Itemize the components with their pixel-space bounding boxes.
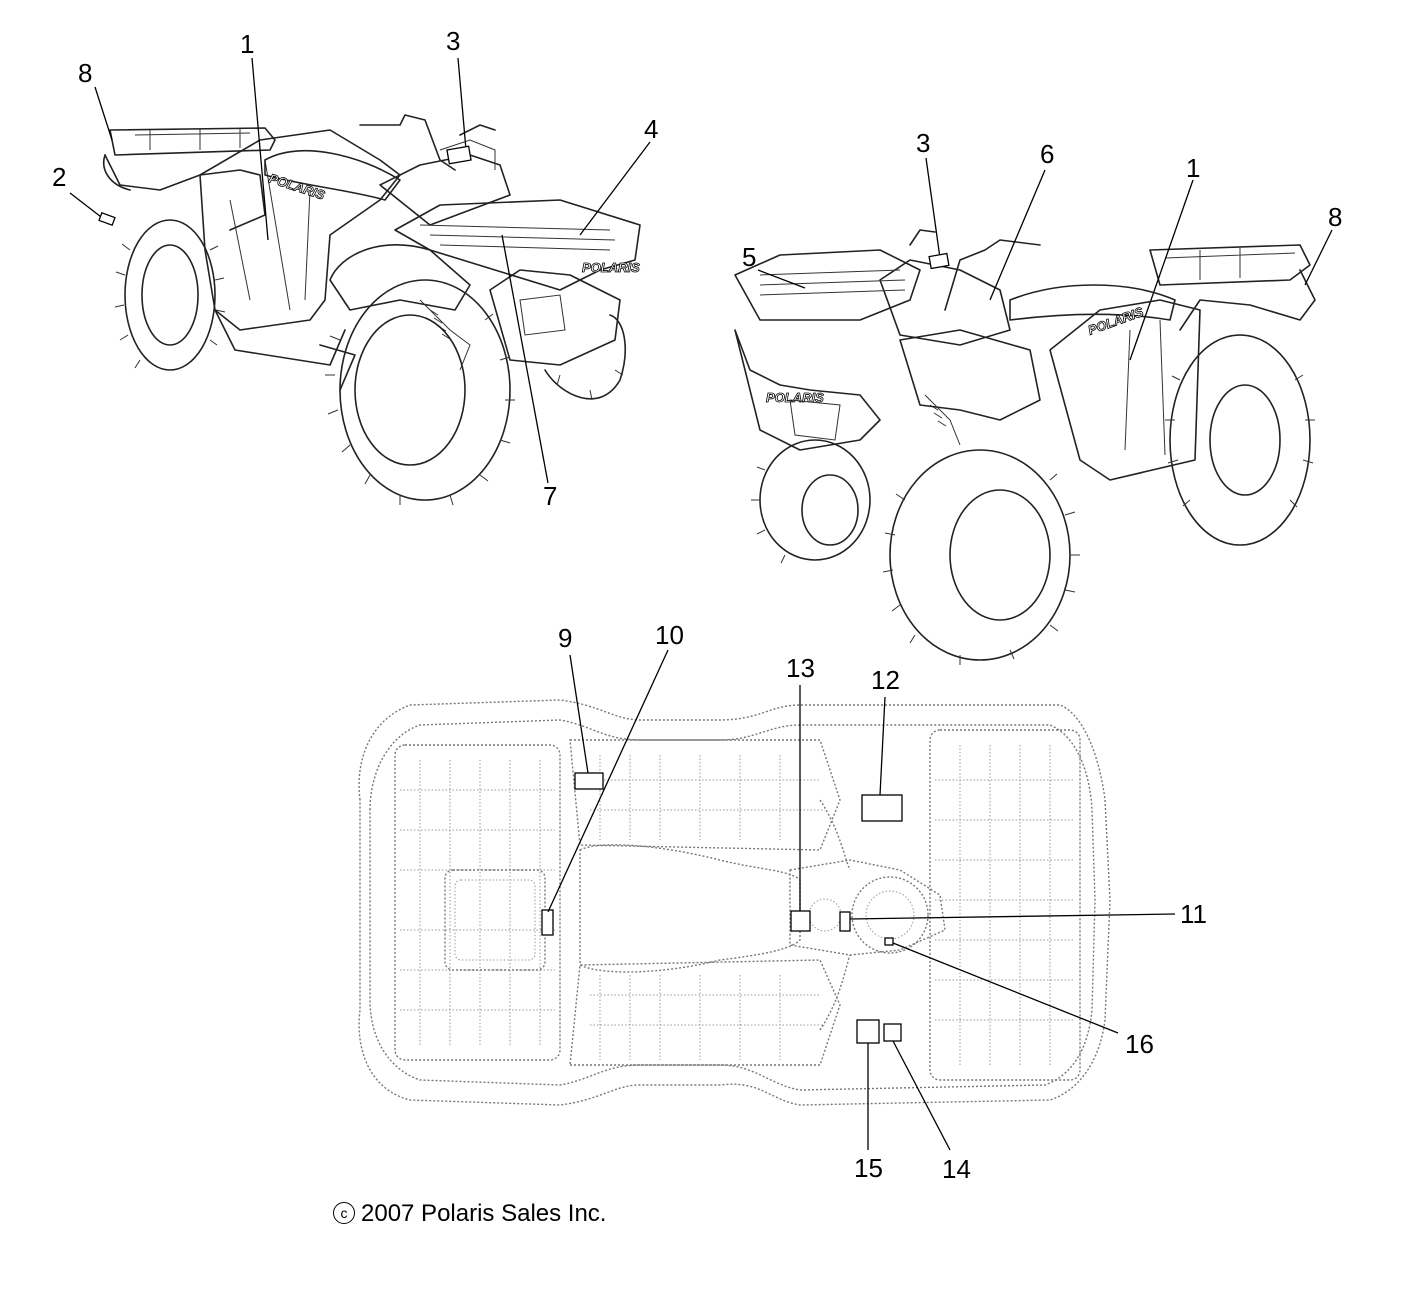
seat-brand-mark-right: POLARIS [1086,304,1146,338]
decal-12 [861,794,903,822]
callout-8-front: 8 [78,58,92,88]
atv-top-view [358,699,1111,1106]
decal-10 [541,909,554,936]
callout-3-front: 3 [446,26,460,56]
rear-view-callouts: 3 6 1 8 5 [742,128,1342,361]
decal-16 [884,937,894,946]
copyright-notice: c 2007 Polaris Sales Inc. [333,1200,606,1228]
atv-front-right-view: POLARIS POLARIS [734,229,1316,665]
front-view-callouts: 1 8 2 3 4 7 [52,26,658,511]
callout-5-rear: 5 [742,242,756,272]
callout-13: 13 [786,653,815,683]
callout-1-rear: 1 [1186,153,1200,183]
callout-7-front: 7 [543,481,557,511]
callout-1-front: 1 [240,29,254,59]
copyright-text: 2007 Polaris Sales Inc. [361,1200,607,1227]
callout-11: 11 [1180,899,1207,929]
hood-brand-mark-right: POLARIS [766,390,824,405]
callout-16: 16 [1125,1029,1154,1059]
hood-brand-mark: POLARIS [582,260,640,275]
callout-10: 10 [655,620,684,650]
callout-4-front: 4 [644,114,658,144]
callout-6-rear: 6 [1040,139,1054,169]
atv-front-left-view: POLARIS POLARIS [103,114,641,506]
callout-8-rear: 8 [1328,202,1342,232]
callout-15: 15 [854,1153,883,1183]
copyright-symbol: c [333,1202,355,1224]
callout-2-front: 2 [52,162,66,192]
callout-12: 12 [871,665,900,695]
top-view-callouts: 9 10 13 12 11 16 15 14 [547,620,1207,1184]
callout-9: 9 [558,623,572,653]
callout-3-rear: 3 [916,128,930,158]
decal-9 [574,772,604,790]
seat-brand-mark: POLARIS [267,171,327,203]
decal-14 [883,1023,902,1042]
decal-15 [856,1019,880,1044]
decal-11 [839,911,851,932]
callout-14: 14 [942,1154,971,1184]
decal-13 [790,910,811,932]
